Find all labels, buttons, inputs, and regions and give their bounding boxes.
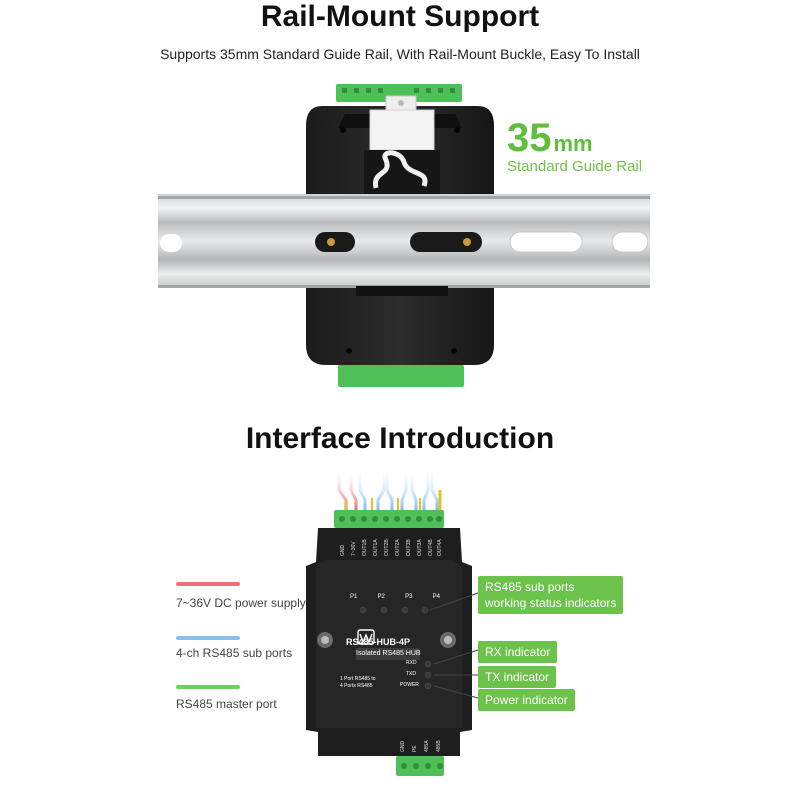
top-pin-label: OUT3B (406, 539, 412, 556)
port-led-labels: P1 P2 P3 P4 (350, 594, 440, 600)
din-rail (158, 194, 650, 296)
legend-text-power: 7~36V DC power supply (176, 596, 306, 610)
callout-line: working status indicators (485, 596, 617, 610)
top-terminal-block (336, 84, 462, 102)
top-pin-label: OUT2A (395, 539, 401, 556)
brand-logo-icon (357, 629, 375, 645)
interface-section-title: Interface Introduction (245, 422, 555, 455)
bottom-pin-label: PE (412, 745, 418, 752)
rail-buckle-clip (364, 95, 440, 194)
callout-leaders (429, 592, 479, 699)
legend-line-master (176, 685, 240, 689)
device-bottom-terminal (396, 756, 444, 776)
top-pin-label: OUT2B (384, 539, 390, 556)
top-pin-label: OUT3A (417, 539, 423, 556)
rail-size-number: 35 (507, 116, 552, 160)
top-pin-label: 7~36V (351, 541, 357, 556)
port-led-label: P4 (432, 594, 440, 600)
device-desc-line2: 4 Ports RS485 (340, 683, 373, 689)
bottom-pin-label: GND (400, 740, 406, 752)
device-top-terminal (334, 510, 444, 528)
bottom-terminal-block (338, 365, 464, 387)
status-led-label-txd: TXD (406, 671, 416, 677)
legend-line-power (176, 582, 240, 586)
top-wires (337, 466, 442, 512)
status-led-label-rxd: RXD (406, 660, 417, 666)
rail-mount-illustration (158, 84, 650, 387)
legend-text-sub-ports: 4-ch RS485 sub ports (176, 646, 293, 660)
port-led-label: P3 (405, 594, 413, 600)
bottom-wires (413, 776, 429, 800)
device-subtitle: Isolated RS485 HUB (356, 650, 421, 657)
legend-line-sub-ports (176, 636, 240, 640)
rail-size-unit: mm (553, 131, 593, 156)
top-pin-label: GND (340, 544, 346, 556)
status-led-label-power: POWER (400, 682, 419, 688)
callout-power-indicator: Power indicator (478, 689, 575, 711)
callout-line: RS485 sub ports (485, 580, 575, 594)
top-pin-label: OUT1B (362, 539, 368, 556)
device-model: RS485-HUB-4P (346, 637, 411, 647)
rail-section-subtitle: Supports 35mm Standard Guide Rail, With … (160, 46, 640, 62)
port-led-label: P2 (377, 594, 385, 600)
port-led-label: P1 (350, 594, 358, 600)
top-pin-label: OUT1A (373, 539, 379, 556)
rail-size-callout: 35mm (507, 118, 593, 158)
top-pin-label: OUT4B (428, 539, 434, 556)
rail-size-label: Standard Guide Rail (507, 158, 643, 175)
bottom-pin-label: 485A (424, 740, 430, 752)
top-pin-label: OUT4A (437, 539, 443, 556)
callout-sub-ports-indicators: RS485 sub ports working status indicator… (478, 576, 624, 614)
callout-tx-indicator: TX indicator (478, 666, 557, 688)
device-desc-line1: 1 Port RS485 to (340, 676, 376, 682)
callout-rx-indicator: RX indicator (478, 641, 558, 663)
rail-section-title: Rail-Mount Support (260, 0, 540, 33)
bottom-pin-label: 485B (436, 740, 442, 752)
legend-text-master: RS485 master port (176, 697, 277, 711)
